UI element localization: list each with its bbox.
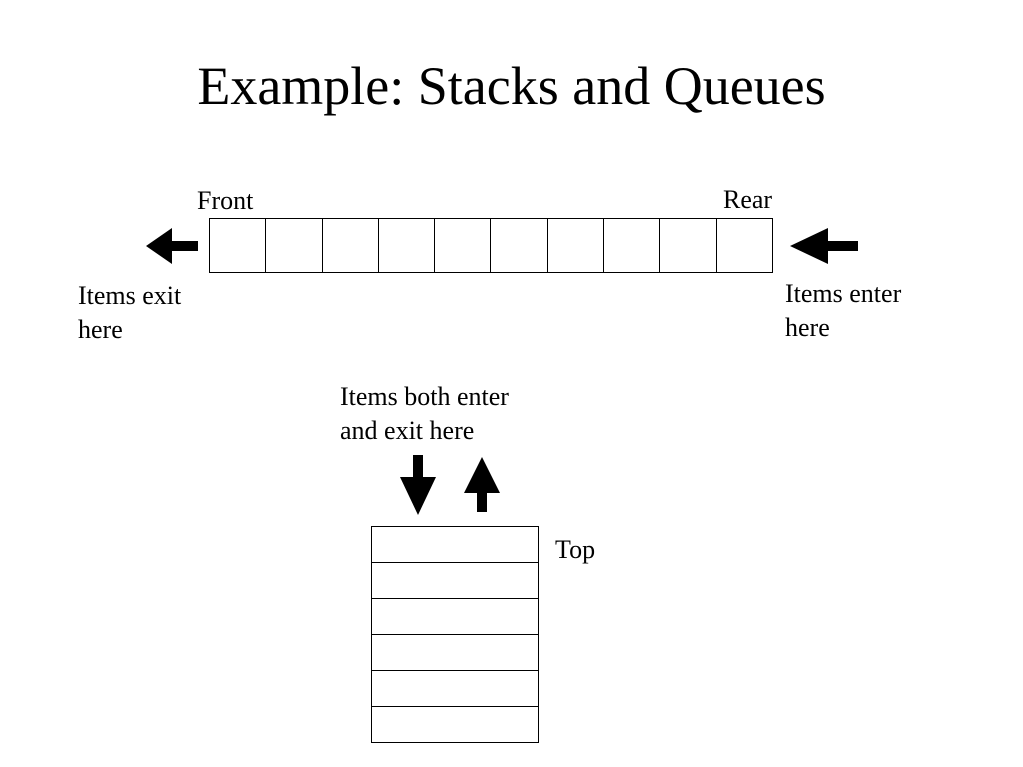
queue-cell [547, 218, 605, 273]
stack-diagram [371, 526, 539, 743]
stack-cell [372, 599, 538, 635]
queue-front-label: Front [197, 186, 254, 215]
stack-enter-arrow-icon [400, 455, 436, 515]
queue-cell [491, 218, 548, 273]
queue-cell [716, 218, 773, 273]
stack-top-label: Top [555, 535, 596, 564]
stack-cell [372, 635, 538, 671]
stack-cell [372, 671, 538, 707]
queue-cell [660, 218, 717, 273]
queue-exit-label: Items exit here [78, 281, 182, 344]
stack-cell [372, 707, 538, 743]
queue-cell [604, 218, 661, 273]
queue-exit-arrow-icon [146, 228, 198, 264]
queue-rear-label: Rear [723, 185, 773, 214]
queue-cell [210, 218, 267, 273]
queue-enter-arrow-icon [790, 228, 858, 264]
slide-title: Example: Stacks and Queues [197, 56, 826, 116]
queue-cell [322, 218, 379, 273]
stack-cell [372, 563, 538, 599]
stack-both-label: Items both enter and exit here [340, 382, 509, 445]
queue-cell [435, 218, 492, 273]
stack-exit-arrow-icon [464, 457, 500, 512]
queue-cell [266, 218, 323, 273]
queue-diagram [209, 218, 773, 273]
queue-enter-label: Items enter here [785, 279, 902, 342]
stack-cell [372, 527, 538, 563]
queue-cell [378, 218, 436, 273]
